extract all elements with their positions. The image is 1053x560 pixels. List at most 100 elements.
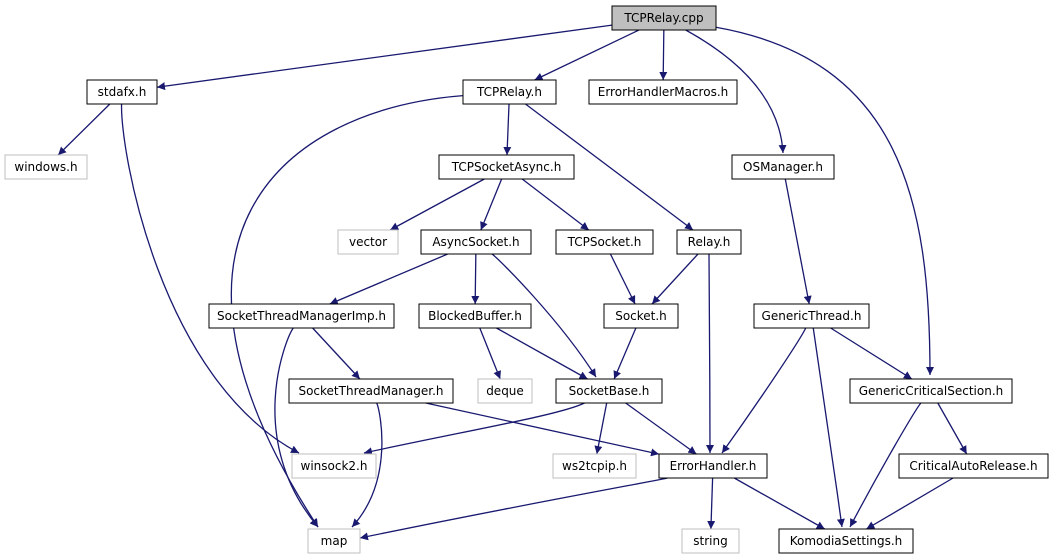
node-label: TCPRelay.cpp (623, 11, 703, 25)
node-errorhandlermacros-h[interactable]: ErrorHandlerMacros.h (588, 79, 738, 105)
edge-tcprelay_cpp-to-genericcriticalsection_h (715, 26, 934, 376)
node-osmanager-h[interactable]: OSManager.h (731, 154, 835, 180)
node-box (462, 79, 557, 105)
edge-tcpsocketasync_h-to-tcpsocket_h (521, 178, 590, 231)
node-box (420, 229, 532, 255)
node-tcprelay-cpp[interactable]: TCPRelay.cpp (611, 5, 717, 31)
node-box (291, 453, 377, 479)
edge-genericcriticalsection_h-to-komodiasettings_h (849, 402, 922, 528)
node-windows-h[interactable]: windows.h (4, 154, 88, 180)
node-label: ErrorHandler.h (670, 459, 757, 473)
edge-blockedbuffer_h-to-deque (479, 327, 501, 380)
node-tcpsocketasync-h[interactable]: TCPSocketAsync.h (438, 154, 575, 180)
node-label: Socket.h (615, 309, 667, 323)
node-box (555, 229, 654, 255)
node-box (337, 229, 399, 255)
node-box (477, 378, 533, 404)
node-winsock2-h[interactable]: winsock2.h (291, 453, 377, 479)
node-box (731, 154, 835, 180)
edge-tcprelay_cpp-to-osmanager_h (685, 29, 787, 154)
node-label: CriticalAutoRelease.h (909, 459, 1037, 473)
edge-tcprelay_h-to-relay_h (525, 103, 694, 231)
edge-tcprelay_h-to-map (230, 94, 464, 528)
edges-layer (57, 24, 968, 541)
edge-tcpsocketasync_h-to-asyncsocket_h (480, 178, 503, 231)
node-asyncsocket-h[interactable]: AsyncSocket.h (420, 229, 532, 255)
node-genericthread-h[interactable]: GenericThread.h (753, 303, 870, 329)
edge-genericthread_h-to-errorhandler_h (721, 327, 807, 454)
node-label: Relay.h (688, 235, 731, 249)
edge-asyncsocket_h-to-socketbase_h (491, 253, 597, 378)
edge-tcprelay_cpp-to-stdafx_h (156, 24, 613, 91)
edge-blockedbuffer_h-to-socketbase_h (496, 327, 588, 380)
node-socketthreadmanager-h[interactable]: SocketThreadManager.h (288, 378, 454, 404)
edge-socketthreadmanager_h-to-map (351, 402, 383, 528)
node-genericcriticalsection-h[interactable]: GenericCriticalSection.h (849, 378, 1013, 404)
node-label: KomodiaSettings.h (790, 534, 903, 548)
edge-stdafx_h-to-winsock2_h (120, 103, 300, 454)
edge-genericthread_h-to-komodiasettings_h (812, 327, 845, 528)
node-box (288, 378, 454, 404)
node-label: ws2tcpip.h (562, 459, 627, 473)
node-socketbase-h[interactable]: SocketBase.h (555, 378, 663, 404)
node-box (307, 528, 361, 554)
node-label: SocketThreadManager.h (298, 384, 443, 398)
edge-tcpsocket_h-to-socket_h (609, 253, 636, 305)
edge-osmanager_h-to-genericthread_h (784, 178, 812, 305)
node-criticalautorelease-h[interactable]: CriticalAutoRelease.h (898, 453, 1049, 479)
node-box (4, 154, 88, 180)
edge-socketthreadmanagerimp_h-to-map (274, 327, 319, 528)
node-label: map (321, 534, 348, 548)
edge-socketbase_h-to-winsock2_h (363, 402, 585, 456)
node-box (611, 5, 717, 31)
edge-socketbase_h-to-ws2tcpip_h (594, 402, 608, 455)
node-tcpsocket-h[interactable]: TCPSocket.h (555, 229, 654, 255)
node-errorhandler-h[interactable]: ErrorHandler.h (658, 453, 768, 479)
node-label: TCPRelay.h (476, 85, 542, 99)
node-tcprelay-h[interactable]: TCPRelay.h (462, 79, 557, 105)
node-label: windows.h (14, 160, 77, 174)
node-label: SocketBase.h (569, 384, 650, 398)
node-box (658, 453, 768, 479)
node-komodiasettings-h[interactable]: KomodiaSettings.h (778, 528, 914, 554)
node-box (588, 79, 738, 105)
node-box (86, 79, 158, 105)
edge-tcpsocketasync_h-to-vector (389, 178, 485, 231)
node-label: ErrorHandlerMacros.h (598, 85, 729, 99)
node-relay-h[interactable]: Relay.h (676, 229, 742, 255)
node-label: stdafx.h (98, 85, 147, 99)
node-vector[interactable]: vector (337, 229, 399, 255)
node-box (418, 303, 532, 329)
node-map[interactable]: map (307, 528, 361, 554)
node-box (681, 528, 740, 554)
node-label: TCPSocketAsync.h (451, 160, 562, 174)
edge-socketthreadmanager_h-to-errorhandler_h (425, 402, 660, 457)
node-label: OSManager.h (743, 160, 823, 174)
edge-socket_h-to-socketbase_h (613, 327, 637, 380)
edge-relay_h-to-socket_h (651, 253, 699, 305)
node-label: deque (486, 384, 524, 398)
node-ws2tcpip-h[interactable]: ws2tcpip.h (552, 453, 637, 479)
edge-stdafx_h-to-windows_h (57, 103, 111, 156)
node-socketthreadmanagerimp-h[interactable]: SocketThreadManagerImp.h (208, 303, 395, 329)
node-label: AsyncSocket.h (432, 235, 519, 249)
node-box (753, 303, 870, 329)
node-box (208, 303, 395, 329)
node-label: SocketThreadManagerImp.h (217, 309, 386, 323)
node-box (603, 303, 679, 329)
node-string[interactable]: string (681, 528, 740, 554)
edge-errorhandler_h-to-komodiasettings_h (733, 477, 826, 530)
node-socket-h[interactable]: Socket.h (603, 303, 679, 329)
node-deque[interactable]: deque (477, 378, 533, 404)
edge-relay_h-to-errorhandler_h (705, 253, 714, 454)
node-box (898, 453, 1049, 479)
node-label: string (693, 534, 727, 548)
node-label: GenericCriticalSection.h (859, 384, 1004, 398)
node-stdafx-h[interactable]: stdafx.h (86, 79, 158, 105)
edge-socketthreadmanagerimp_h-to-socketthreadmanager_h (312, 327, 361, 380)
node-blockedbuffer-h[interactable]: BlockedBuffer.h (418, 303, 532, 329)
node-label: BlockedBuffer.h (428, 309, 522, 323)
edge-errorhandler_h-to-string (707, 477, 716, 530)
